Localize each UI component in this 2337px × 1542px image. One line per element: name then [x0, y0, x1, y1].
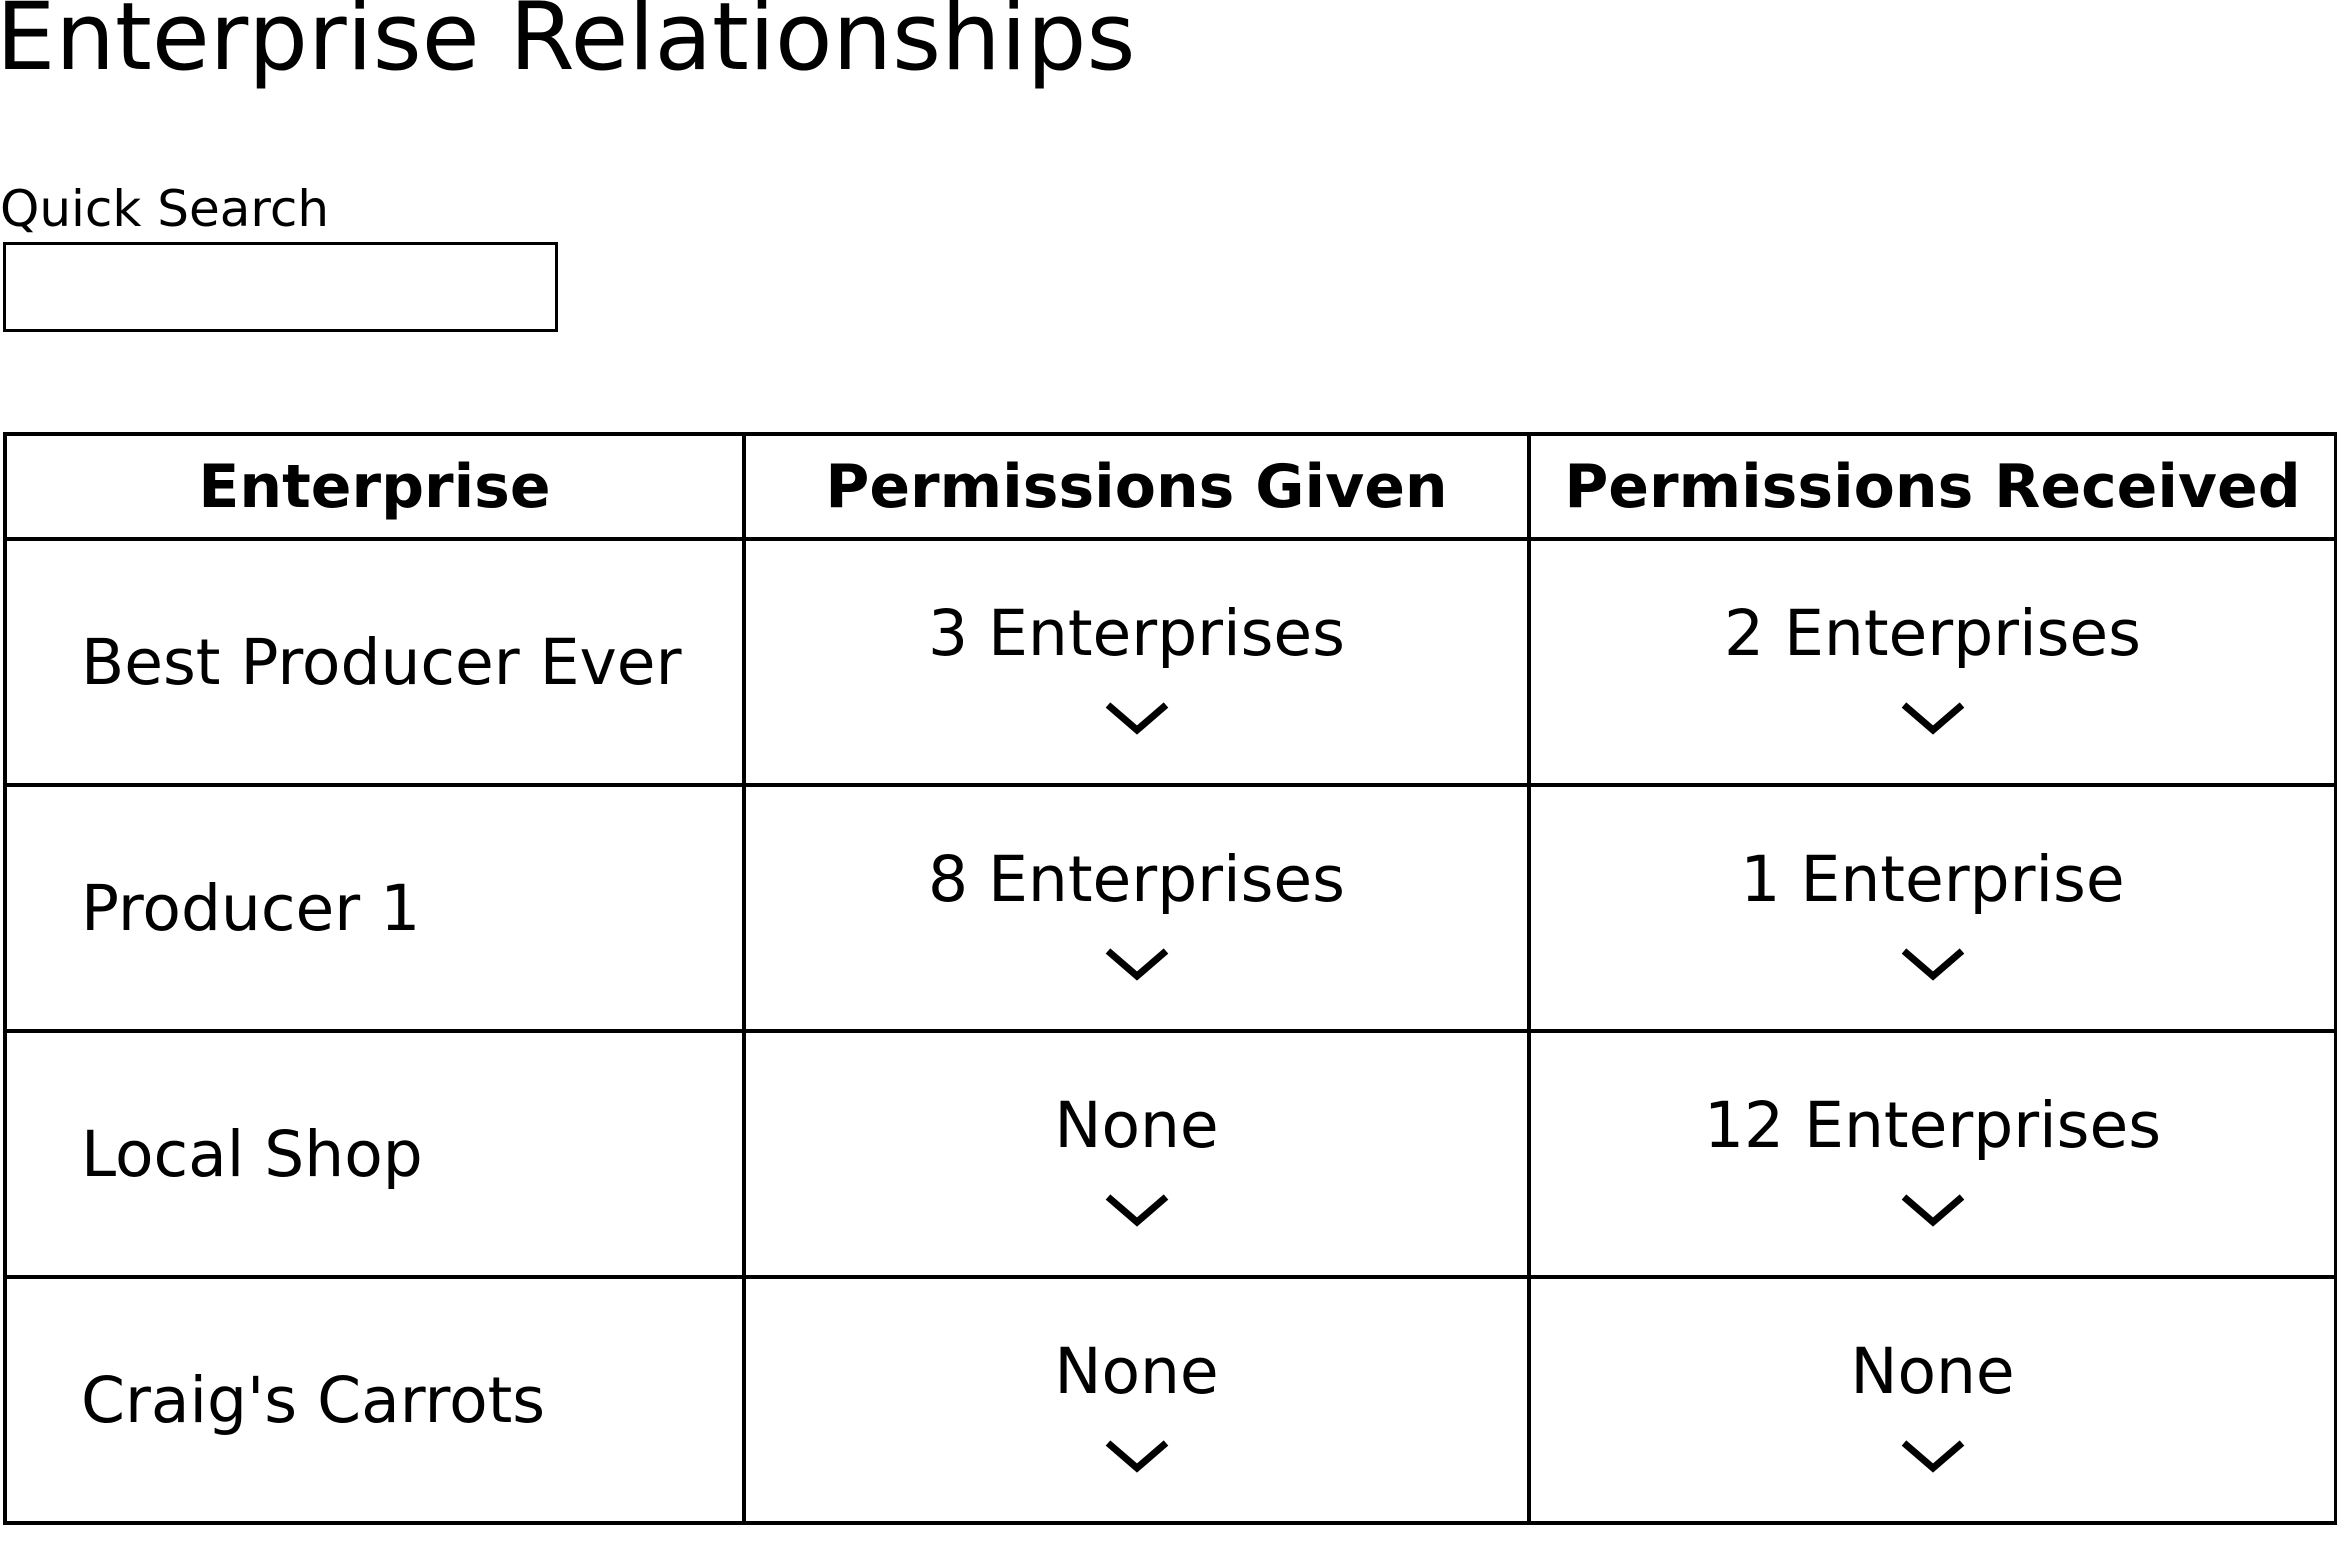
table-row: Craig's Carrots None None [3, 1275, 2337, 1525]
chevron-down-icon[interactable] [1900, 701, 1966, 735]
chevron-down-icon[interactable] [1900, 947, 1966, 981]
header-enterprise: Enterprise [3, 432, 746, 541]
permissions-given-text: 8 Enterprises [927, 843, 1345, 916]
table-row: Best Producer Ever 3 Enterprises 2 Enter… [3, 537, 2337, 787]
permissions-given-text: None [1054, 1089, 1219, 1162]
permissions-received-text: 12 Enterprises [1703, 1089, 2162, 1162]
table-row: Producer 1 8 Enterprises 1 Enterprise [3, 783, 2337, 1033]
permissions-given-cell: 8 Enterprises [742, 783, 1531, 1033]
chevron-down-icon[interactable] [1900, 1193, 1966, 1227]
permissions-received-text: 1 Enterprise [1740, 843, 2125, 916]
chevron-down-icon[interactable] [1900, 1439, 1966, 1473]
permissions-given-cell: None [742, 1275, 1531, 1525]
table-row: Local Shop None 12 Enterprises [3, 1029, 2337, 1279]
chevron-down-icon[interactable] [1104, 1439, 1170, 1473]
permissions-received-text: None [1850, 1335, 2015, 1408]
permissions-received-cell: 2 Enterprises [1527, 537, 2337, 787]
permissions-given-cell: None [742, 1029, 1531, 1279]
header-permissions-received: Permissions Received [1527, 432, 2337, 541]
enterprise-name: Best Producer Ever [3, 537, 746, 787]
chevron-down-icon[interactable] [1104, 701, 1170, 735]
enterprise-name: Producer 1 [3, 783, 746, 1033]
search-input[interactable] [3, 242, 558, 332]
search-label: Quick Search [0, 180, 330, 238]
permissions-received-text: 2 Enterprises [1723, 597, 2141, 670]
permissions-received-cell: 12 Enterprises [1527, 1029, 2337, 1279]
permissions-received-cell: 1 Enterprise [1527, 783, 2337, 1033]
header-permissions-given: Permissions Given [742, 432, 1531, 541]
permissions-received-cell: None [1527, 1275, 2337, 1525]
table-header-row: Enterprise Permissions Given Permissions… [3, 432, 2337, 541]
enterprise-name: Craig's Carrots [3, 1275, 746, 1525]
page-title: Enterprise Relationships [0, 0, 1136, 92]
permissions-given-text: 3 Enterprises [927, 597, 1345, 670]
enterprise-name: Local Shop [3, 1029, 746, 1279]
relationships-table: Enterprise Permissions Given Permissions… [3, 432, 2337, 1525]
chevron-down-icon[interactable] [1104, 947, 1170, 981]
chevron-down-icon[interactable] [1104, 1193, 1170, 1227]
permissions-given-text: None [1054, 1335, 1219, 1408]
permissions-given-cell: 3 Enterprises [742, 537, 1531, 787]
